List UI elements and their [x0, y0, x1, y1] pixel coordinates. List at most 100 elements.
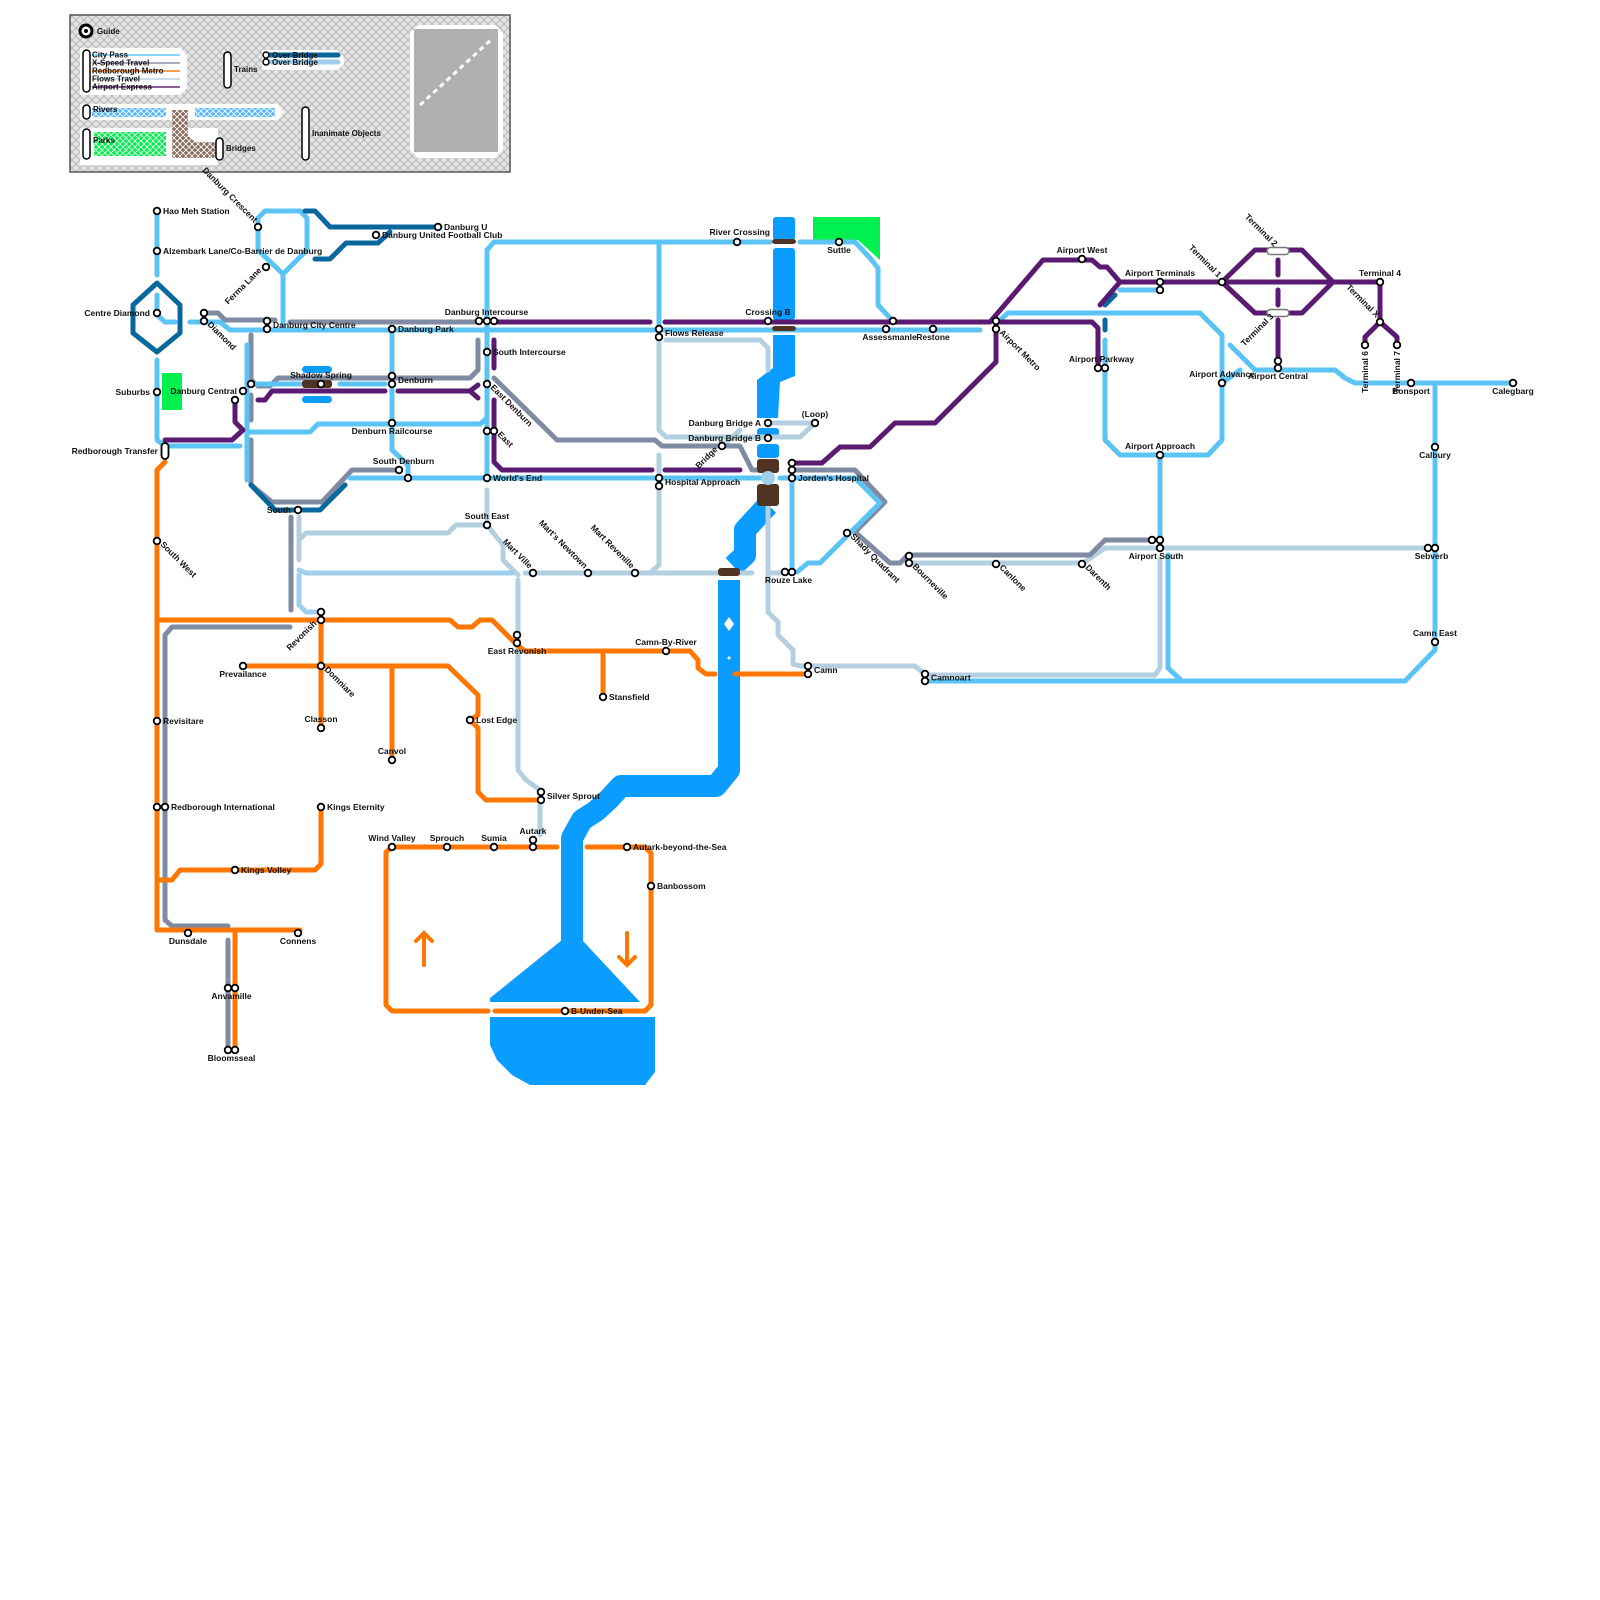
station[interactable]: (Loop) [802, 409, 829, 428]
station-marker[interactable] [230, 865, 240, 875]
station-marker[interactable] [1155, 535, 1165, 545]
station-marker[interactable] [717, 441, 727, 451]
station-marker[interactable] [904, 558, 914, 568]
station[interactable]: Danburg U [433, 222, 488, 232]
station-marker[interactable] [230, 1045, 240, 1055]
station[interactable]: Bourneville [904, 551, 951, 602]
station-marker[interactable] [1375, 277, 1385, 287]
station[interactable]: Danburg United Football Club [371, 230, 503, 240]
station[interactable]: Classon [304, 714, 338, 733]
station[interactable]: Anvamille [211, 983, 252, 1001]
station-marker[interactable] [1155, 543, 1165, 553]
station-marker[interactable] [442, 842, 452, 852]
station-marker[interactable] [403, 473, 413, 483]
station[interactable]: Connens [280, 928, 317, 946]
station[interactable]: Denburn [387, 371, 433, 389]
station[interactable]: Mart Revenille [589, 523, 640, 578]
station[interactable]: South [267, 505, 303, 515]
station-marker[interactable] [834, 237, 844, 247]
station[interactable]: Airport Terminals [1125, 268, 1195, 295]
station[interactable]: Airport Approach [1125, 441, 1195, 460]
station-marker[interactable] [433, 222, 443, 232]
station-marker[interactable] [230, 983, 240, 993]
station[interactable]: Airport Central [1248, 356, 1308, 381]
station[interactable]: Terminal X [1344, 282, 1385, 327]
station[interactable]: South West [152, 536, 199, 580]
station[interactable]: Silver Sprout [536, 787, 600, 805]
station-marker[interactable] [630, 568, 640, 578]
station-marker[interactable] [1077, 254, 1087, 264]
station-marker[interactable] [1430, 637, 1440, 647]
station-marker[interactable] [928, 324, 938, 334]
station-marker[interactable] [1266, 308, 1290, 318]
station[interactable]: Danburg Bridge A [689, 418, 773, 428]
station-marker[interactable] [512, 630, 522, 640]
station-marker[interactable] [1406, 378, 1416, 388]
station-marker[interactable] [583, 568, 593, 578]
station-marker[interactable] [152, 308, 162, 318]
station-marker[interactable] [991, 559, 1001, 569]
station-marker[interactable] [991, 316, 1001, 326]
station[interactable]: Wind Valley [368, 833, 416, 852]
station-marker[interactable] [654, 332, 664, 342]
station-marker[interactable] [1155, 277, 1165, 287]
station-marker[interactable] [316, 661, 326, 671]
station-marker[interactable] [920, 669, 930, 679]
station[interactable]: Hospital Approach [654, 473, 741, 491]
station-marker[interactable] [842, 528, 852, 538]
station[interactable]: Danburg Park [387, 324, 454, 334]
station[interactable]: World's End [482, 473, 542, 483]
station-marker[interactable] [199, 316, 209, 326]
station-marker[interactable] [1430, 442, 1440, 452]
station-marker[interactable] [387, 371, 397, 381]
station[interactable]: Terminal 4 [1359, 268, 1401, 287]
station-marker[interactable] [646, 881, 656, 891]
station-marker[interactable] [1217, 277, 1227, 287]
station[interactable]: Sebverb [1415, 543, 1449, 561]
station[interactable]: Restone [916, 324, 950, 342]
station[interactable]: Sprouch [430, 833, 464, 852]
station[interactable]: Camn-By-River [635, 637, 697, 656]
station[interactable]: Revonish [284, 607, 326, 653]
station-marker[interactable] [253, 222, 263, 232]
station[interactable]: Banbossom [646, 881, 706, 891]
station-marker[interactable] [387, 379, 397, 389]
station-marker[interactable] [152, 246, 162, 256]
station-marker[interactable] [183, 928, 193, 938]
station-marker[interactable] [482, 426, 492, 436]
station-marker[interactable] [152, 536, 162, 546]
station[interactable]: Mart Ville [501, 537, 538, 578]
station-marker[interactable] [654, 324, 664, 334]
station[interactable]: Calegbarg [1492, 378, 1534, 396]
station[interactable]: Redborough Transfer [72, 442, 170, 460]
station[interactable]: Lost Edge [465, 715, 518, 725]
station[interactable]: Darenth [1077, 559, 1114, 592]
station-marker[interactable] [888, 316, 898, 326]
station[interactable]: Danburg Central [170, 379, 256, 405]
station-marker[interactable] [489, 842, 499, 852]
station-marker[interactable] [482, 379, 492, 389]
station-marker[interactable] [991, 324, 1001, 334]
station-marker[interactable] [1508, 378, 1518, 388]
station-marker[interactable] [787, 465, 797, 475]
station[interactable]: Airport Parkway [1069, 354, 1134, 373]
station-marker[interactable] [394, 465, 404, 475]
station-marker[interactable] [763, 316, 773, 326]
station-marker[interactable] [1093, 363, 1103, 373]
station-marker[interactable] [316, 615, 326, 625]
station-marker[interactable] [560, 1006, 570, 1016]
station-marker[interactable] [199, 308, 209, 318]
station-marker[interactable] [881, 324, 891, 334]
station[interactable]: Hao Meh Station [152, 206, 230, 216]
station-marker[interactable] [1273, 356, 1283, 366]
station-marker[interactable] [1077, 559, 1087, 569]
station-marker[interactable] [316, 802, 326, 812]
station-marker[interactable] [528, 835, 538, 845]
station[interactable]: Centre Diamond [84, 308, 162, 318]
station-marker[interactable] [261, 262, 271, 272]
station[interactable]: Sumia [481, 833, 507, 852]
station[interactable]: Camn East [1413, 628, 1457, 647]
station-marker[interactable] [465, 715, 475, 725]
station[interactable]: Shady Quadrant [842, 528, 902, 585]
station[interactable]: Ferma Lane [223, 262, 271, 306]
